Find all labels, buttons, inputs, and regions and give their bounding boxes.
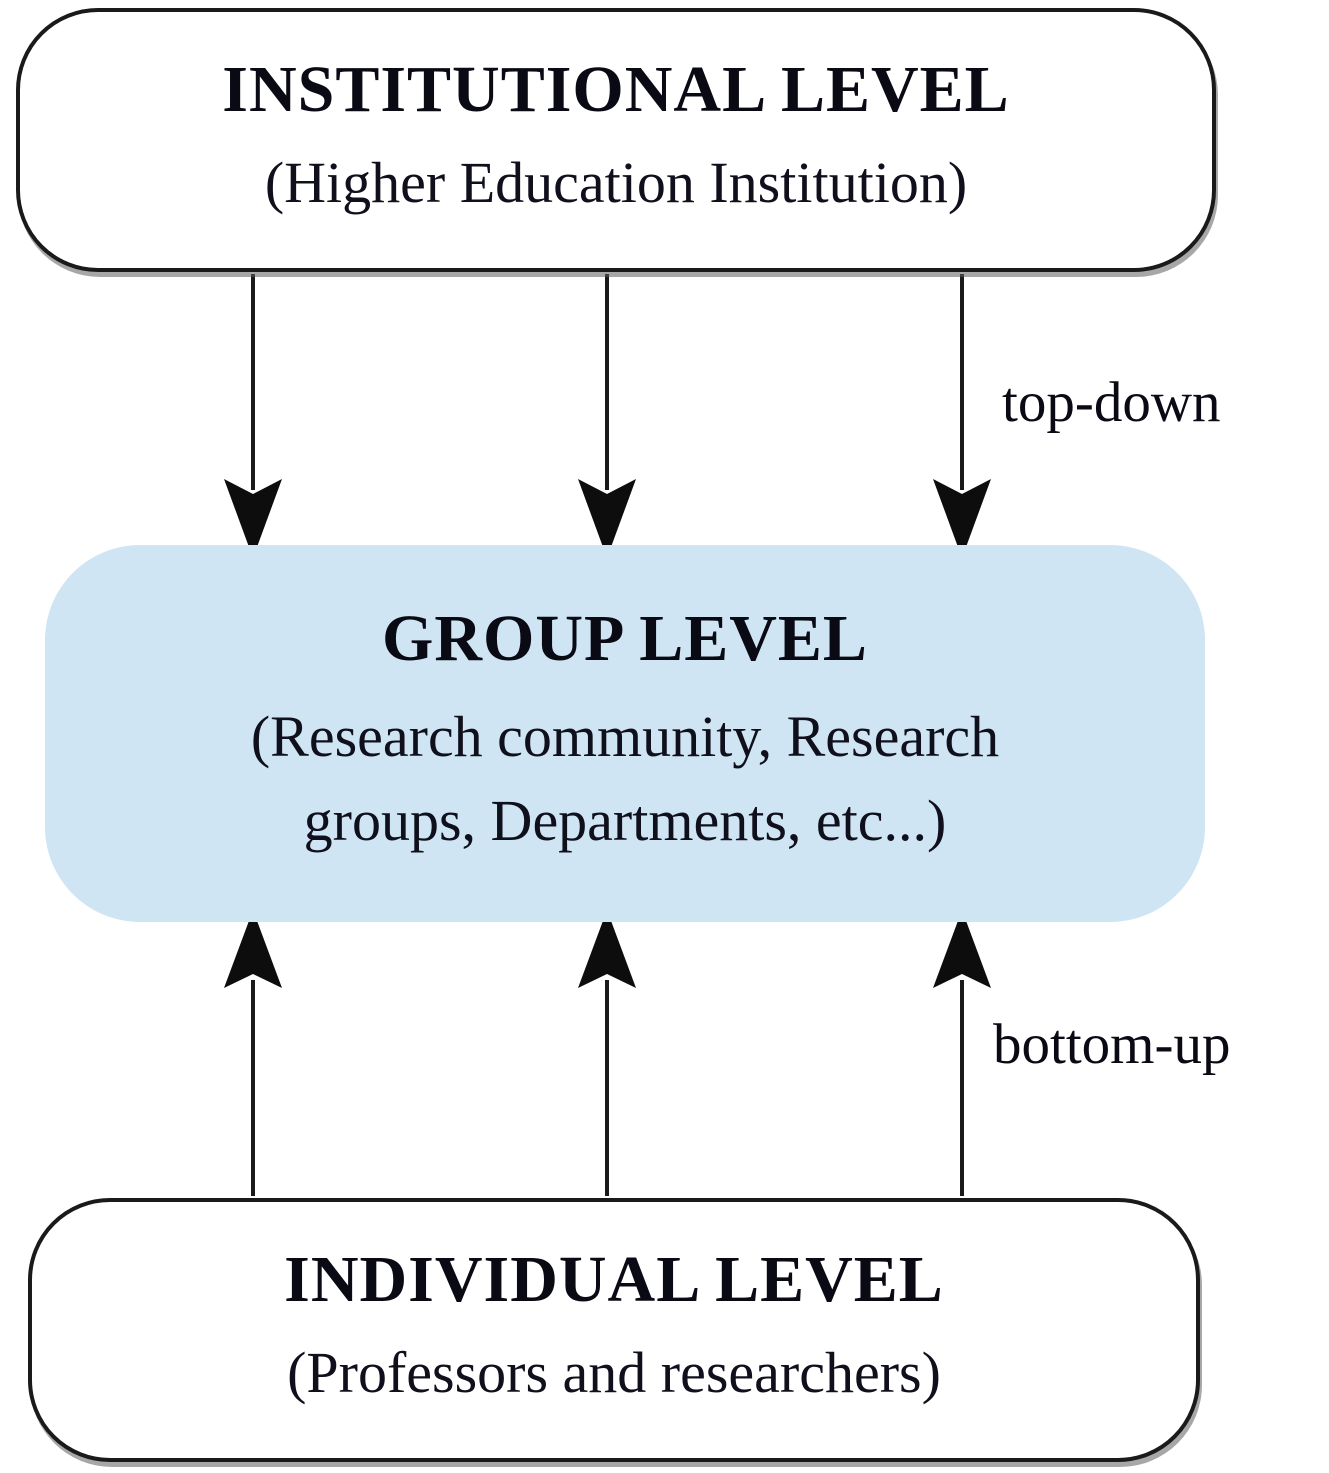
top-down-label: top-down bbox=[1002, 371, 1221, 434]
individual-level-subtitle: (Professors and researchers) bbox=[287, 1339, 941, 1405]
bottom-up-arrow bbox=[578, 910, 636, 1196]
institutional-level-box: INSTITUTIONAL LEVEL (Higher Education In… bbox=[16, 8, 1216, 272]
bottom-up-arrow bbox=[224, 910, 282, 1196]
group-level-box: GROUP LEVEL (Research community, Researc… bbox=[45, 545, 1205, 922]
institutional-level-subtitle: (Higher Education Institution) bbox=[264, 149, 968, 215]
bottom-up-label: bottom-up bbox=[993, 1013, 1231, 1076]
bottom-up-arrow bbox=[933, 910, 991, 1196]
top-down-arrow bbox=[933, 274, 991, 558]
institutional-level-title: INSTITUTIONAL LEVEL bbox=[222, 53, 1010, 127]
group-level-subtitle-line2: groups, Departments, etc...) bbox=[303, 788, 947, 854]
group-level-title: GROUP LEVEL bbox=[382, 601, 868, 675]
top-down-arrow bbox=[224, 274, 282, 558]
group-level-subtitle: (Research community, Research groups, De… bbox=[251, 695, 999, 863]
top-down-arrow bbox=[578, 274, 636, 558]
individual-level-title: INDIVIDUAL LEVEL bbox=[284, 1243, 944, 1317]
individual-level-box: INDIVIDUAL LEVEL (Professors and researc… bbox=[28, 1198, 1200, 1462]
group-level-subtitle-line1: (Research community, Research bbox=[250, 704, 1000, 770]
